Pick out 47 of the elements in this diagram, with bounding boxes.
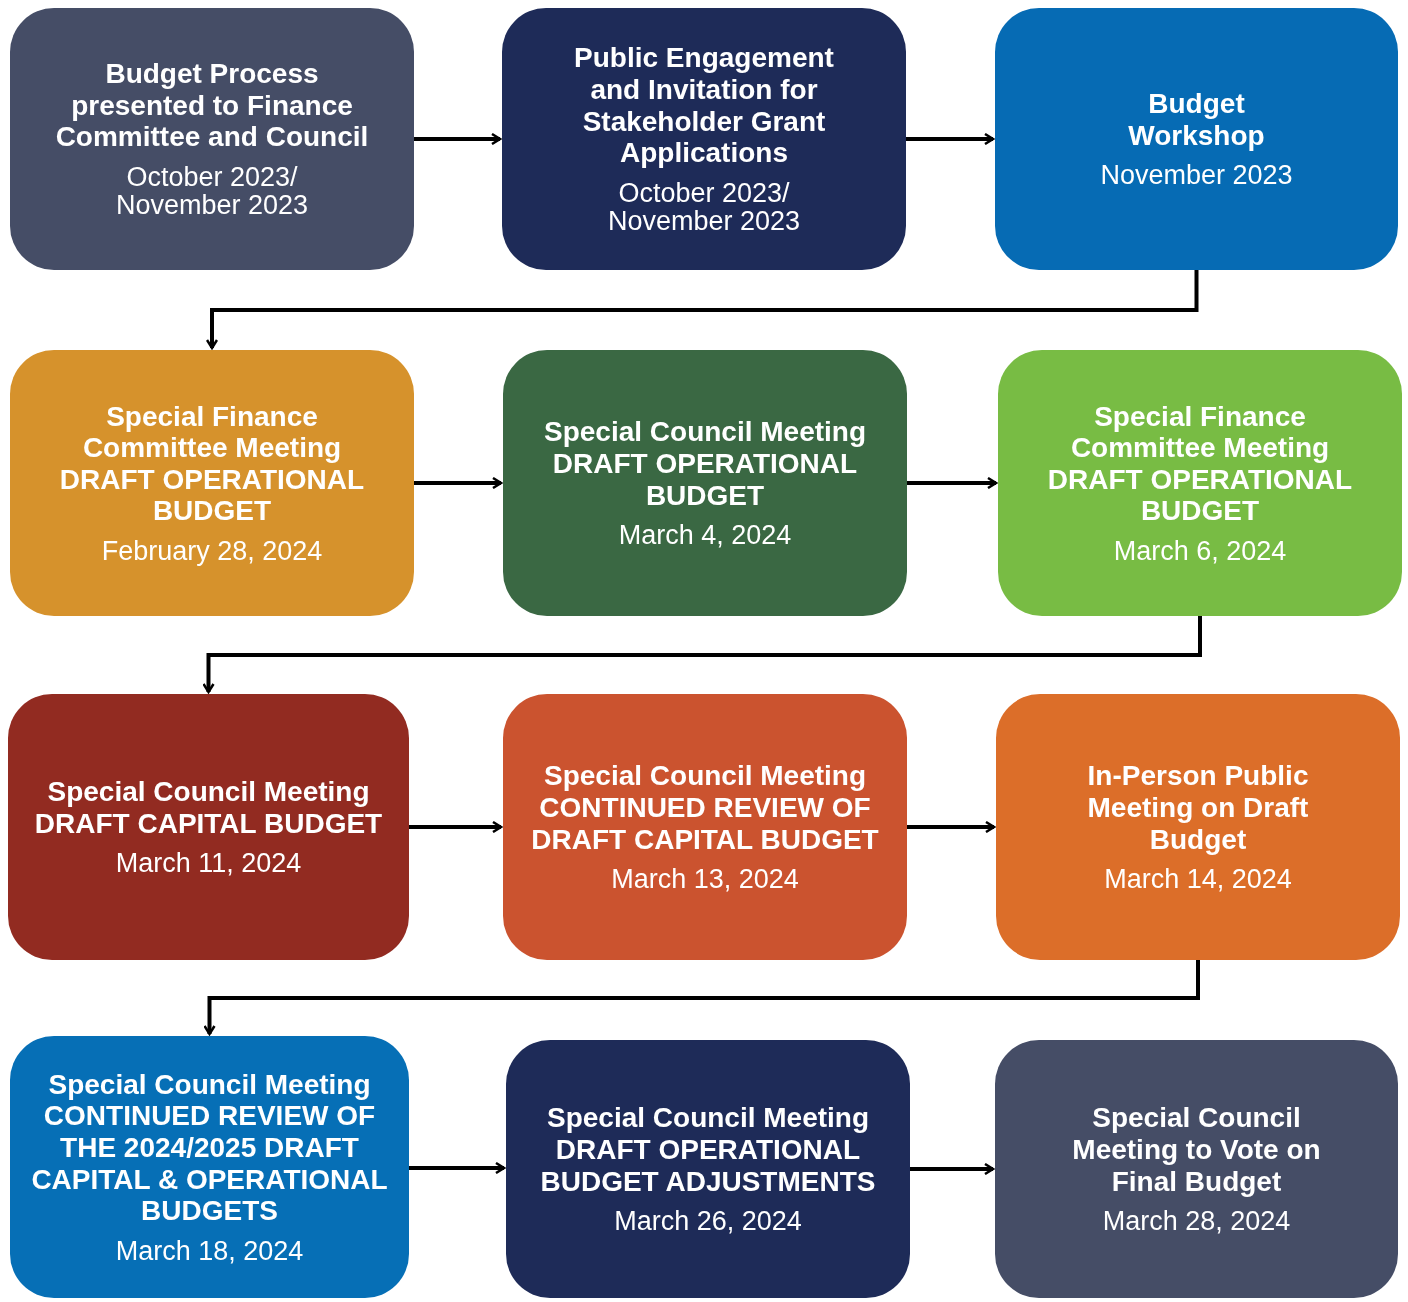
step-date: March 26, 2024 bbox=[614, 1207, 802, 1236]
arrow bbox=[409, 820, 503, 834]
step-date: November 2023 bbox=[1100, 161, 1293, 190]
arrow bbox=[205, 270, 1199, 350]
step-title: Special Council Meeting DRAFT OPERATIONAL BUDGET bbox=[542, 416, 868, 512]
step-title: Special Council Meeting DRAFT OPERATIONAL BUDGET ADJUSTMENTS bbox=[539, 1102, 877, 1198]
step-title: Special Council Meeting CONTINUED REVIEW OF THE 2024/2025 DRAFT CAPITAL & OPERATIONAL BUDGETS bbox=[30, 1068, 389, 1227]
step-date: October 2023/ November 2023 bbox=[114, 163, 310, 220]
step-date: October 2023/ November 2023 bbox=[606, 178, 802, 236]
step-date: March 14, 2024 bbox=[1104, 865, 1292, 894]
process-box bbox=[503, 694, 907, 960]
process-box bbox=[995, 1040, 1398, 1298]
step-date: March 6, 2024 bbox=[1113, 537, 1287, 566]
arrow bbox=[910, 1162, 995, 1176]
step-date: March 4, 2024 bbox=[618, 521, 792, 550]
arrow bbox=[202, 616, 1202, 694]
arrow bbox=[907, 476, 998, 490]
process-box bbox=[506, 1040, 910, 1298]
step-title: Public Engagement and Invitation for Stakeholder Grant Applications bbox=[573, 42, 835, 169]
step-date: February 28, 2024 bbox=[101, 537, 323, 566]
arrow bbox=[203, 960, 1200, 1036]
step-title: Special Council Meeting DRAFT CAPITAL BUDGET bbox=[33, 776, 384, 840]
step-date: March 18, 2024 bbox=[115, 1236, 304, 1266]
process-box bbox=[998, 350, 1402, 616]
process-box bbox=[503, 350, 907, 616]
step-date: March 28, 2024 bbox=[1102, 1207, 1291, 1236]
arrow bbox=[906, 132, 995, 146]
step-date: March 13, 2024 bbox=[611, 865, 799, 894]
process-box bbox=[10, 1036, 409, 1298]
step-title: Budget Workshop bbox=[1127, 88, 1266, 152]
arrow bbox=[414, 132, 502, 146]
arrow bbox=[414, 476, 503, 490]
step-date: March 11, 2024 bbox=[115, 849, 302, 878]
process-box bbox=[8, 694, 409, 960]
step-title: Special Council Meeting to Vote on Final Budget bbox=[1071, 1102, 1322, 1198]
step-title: Special Finance Committee Meeting DRAFT OPERATIONAL BUDGET bbox=[58, 400, 366, 528]
process-box bbox=[10, 350, 414, 616]
process-box bbox=[996, 694, 1400, 960]
step-title: In-Person Public Meeting on Draft Budget bbox=[1086, 760, 1310, 856]
process-box bbox=[995, 8, 1398, 270]
arrow bbox=[907, 820, 996, 834]
arrow bbox=[409, 1161, 506, 1175]
step-title: Special Council Meeting CONTINUED REVIEW OF DRAFT CAPITAL BUDGET bbox=[530, 760, 880, 856]
step-title: Budget Process presented to Finance Committee and Council bbox=[54, 58, 370, 154]
process-box bbox=[10, 8, 414, 270]
step-title: Special Finance Committee Meeting DRAFT OPERATIONAL BUDGET bbox=[1046, 400, 1354, 528]
process-box bbox=[502, 8, 906, 270]
